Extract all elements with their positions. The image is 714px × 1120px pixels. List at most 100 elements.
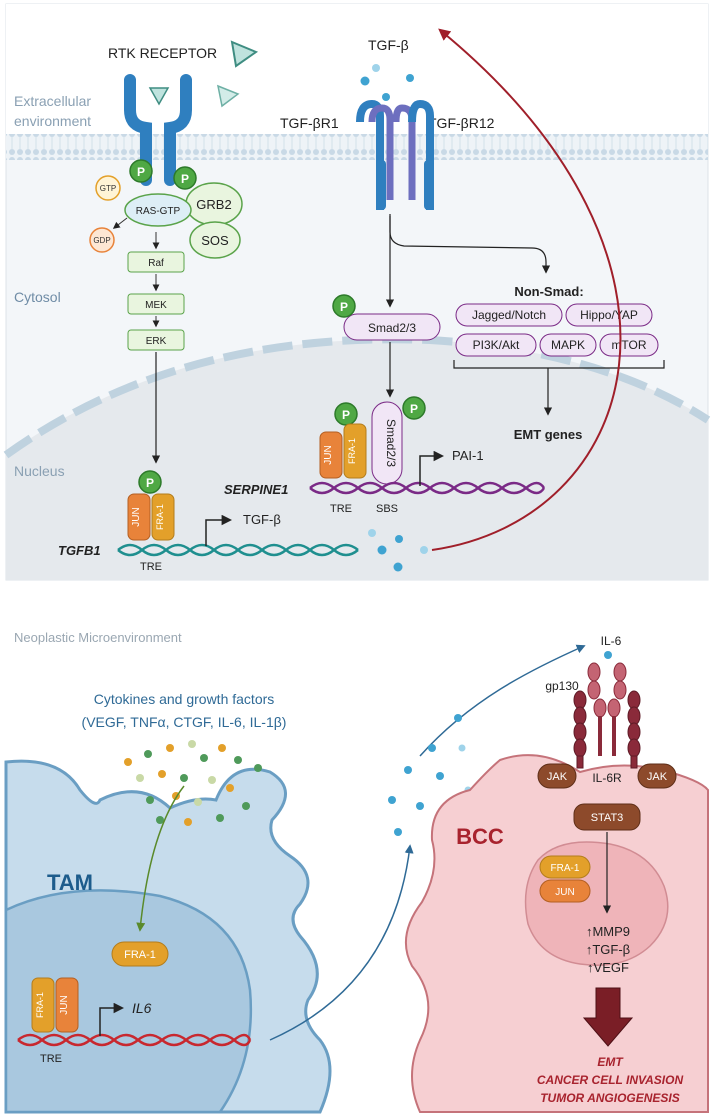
fra1-box: FRA-1 xyxy=(343,423,367,479)
svg-text:JUN: JUN xyxy=(59,995,70,1014)
environment-label: environment xyxy=(14,113,91,129)
il6-secretion-arrow xyxy=(269,844,414,1041)
svg-text:FRA-1: FRA-1 xyxy=(155,504,165,530)
svg-text:RAS-GTP: RAS-GTP xyxy=(136,206,181,217)
outcome-emt: EMT xyxy=(597,1055,624,1069)
svg-text:P: P xyxy=(146,476,154,490)
non-smad-mapk: MAPK xyxy=(539,333,597,357)
bottom-panel-title: Neoplastic Microenvironment xyxy=(14,630,182,645)
il6r-label: IL-6R xyxy=(592,771,622,785)
svg-text:JUN: JUN xyxy=(323,445,334,464)
tgfb-receptor-complex xyxy=(356,99,434,210)
non-smad-jagged-notch: Jagged/Notch xyxy=(455,303,563,327)
ligand-triangle-1 xyxy=(230,40,259,68)
extracellular-label: Extracellular xyxy=(14,93,91,109)
transcription-arrow xyxy=(419,450,445,486)
il6-label: IL-6 xyxy=(601,634,622,648)
svg-text:JUN: JUN xyxy=(131,507,142,526)
tgfb-feedback-arrow xyxy=(431,28,622,551)
svg-text:GDP: GDP xyxy=(93,236,110,245)
outcome-angiogenesis: TUMOR ANGIOGENESIS xyxy=(540,1091,680,1105)
svg-text:STAT3: STAT3 xyxy=(591,812,624,824)
fra1-pill: FRA-1 xyxy=(539,855,591,879)
non-smad-arrow xyxy=(389,214,551,274)
transcription-arrow xyxy=(99,1002,125,1036)
rtk-label: RTK RECEPTOR xyxy=(108,45,217,61)
svg-text:Smad2/3: Smad2/3 xyxy=(368,321,416,335)
target-vegf: ↑VEGF xyxy=(587,960,629,975)
svg-text:P: P xyxy=(410,402,418,416)
svg-text:Smad2/3: Smad2/3 xyxy=(384,419,398,467)
tgfbr1-label: TGF-βR1 xyxy=(280,115,339,131)
serpine1-gene-label: SERPINE1 xyxy=(224,482,288,497)
pai1-label: PAI-1 xyxy=(452,448,484,463)
svg-text:GRB2: GRB2 xyxy=(196,197,231,212)
svg-text:FRA-1: FRA-1 xyxy=(551,863,580,874)
phospho-badge: P xyxy=(173,166,197,190)
svg-text:PI3K/Akt: PI3K/Akt xyxy=(473,338,520,352)
transcription-arrow xyxy=(205,514,233,546)
svg-text:P: P xyxy=(340,300,348,314)
jun-pill: JUN xyxy=(539,879,591,903)
phospho-badge: P xyxy=(402,396,426,420)
tgfb-ligand-dots xyxy=(360,64,414,101)
ras-to-gdp-arrow xyxy=(112,217,128,229)
svg-text:FRA-1: FRA-1 xyxy=(347,438,357,464)
gtp-node: GTP xyxy=(95,175,121,201)
bcc-label: BCC xyxy=(456,824,504,849)
cytokine-dots xyxy=(124,740,262,826)
svg-text:Raf: Raf xyxy=(148,258,164,269)
sbs-label: SBS xyxy=(376,503,398,515)
cytokines-list: (VEGF, TNFα, CTGF, IL-6, IL-1β) xyxy=(82,714,287,730)
tgfb-ligand-label: TGF-β xyxy=(368,37,409,53)
dna-strand xyxy=(309,481,546,495)
svg-text:GTP: GTP xyxy=(100,184,116,193)
gp130-receptor xyxy=(573,662,641,769)
svg-text:FRA-1: FRA-1 xyxy=(35,992,45,1018)
mek-box: MEK xyxy=(127,293,185,315)
non-smad-hippo-yap: Hippo/YAP xyxy=(565,303,653,327)
svg-text:Jagged/Notch: Jagged/Notch xyxy=(472,308,546,322)
dna-strand xyxy=(117,543,359,557)
phospho-badge: P xyxy=(138,470,162,494)
sos-node: SOS xyxy=(189,221,241,259)
stat3-box: STAT3 xyxy=(573,803,641,831)
fra1-single-box: FRA-1 xyxy=(111,941,169,967)
ras-gtp-node: RAS-GTP xyxy=(124,193,192,227)
tgfb-product-label: TGF-β xyxy=(243,512,281,527)
tam-label: TAM xyxy=(47,870,93,895)
svg-text:MEK: MEK xyxy=(145,300,167,311)
non-smad-mtor: mTOR xyxy=(599,333,659,357)
grb2-node: GRB2 xyxy=(185,182,243,226)
svg-text:JAK: JAK xyxy=(647,771,668,783)
rtk-receptor xyxy=(124,74,192,186)
tam-nucleus xyxy=(4,889,253,1114)
emt-genes-label: EMT genes xyxy=(514,427,583,442)
raf-box: Raf xyxy=(127,251,185,273)
svg-text:JAK: JAK xyxy=(547,771,568,783)
svg-text:ERK: ERK xyxy=(146,336,167,347)
jun-box: JUN xyxy=(319,431,343,479)
non-smad-bracket xyxy=(453,360,665,414)
target-mmp9: ↑MMP9 xyxy=(586,924,630,939)
dna-strand xyxy=(17,1033,252,1047)
secreted-tgfb-dots xyxy=(368,529,428,572)
tre-label: TRE xyxy=(140,561,162,573)
tgfb1-gene-label: TGFB1 xyxy=(58,543,101,558)
cytosol-label: Cytosol xyxy=(14,289,61,305)
svg-text:MAPK: MAPK xyxy=(551,338,585,352)
svg-text:P: P xyxy=(342,408,350,422)
gp130-label: gp130 xyxy=(545,679,579,693)
gdp-node: GDP xyxy=(89,227,115,253)
phospho-badge: P xyxy=(334,402,358,426)
svg-text:P: P xyxy=(181,172,189,186)
il6-to-receptor-arrow xyxy=(419,644,586,757)
outcome-invasion: CANCER CELL INVASION xyxy=(537,1073,684,1087)
target-tgfb: ↑TGF-β xyxy=(586,942,630,957)
erk-box: ERK xyxy=(127,329,185,351)
outcome-block-arrow xyxy=(582,987,634,1047)
jun-box: JUN xyxy=(127,493,151,541)
svg-text:P: P xyxy=(137,165,145,179)
